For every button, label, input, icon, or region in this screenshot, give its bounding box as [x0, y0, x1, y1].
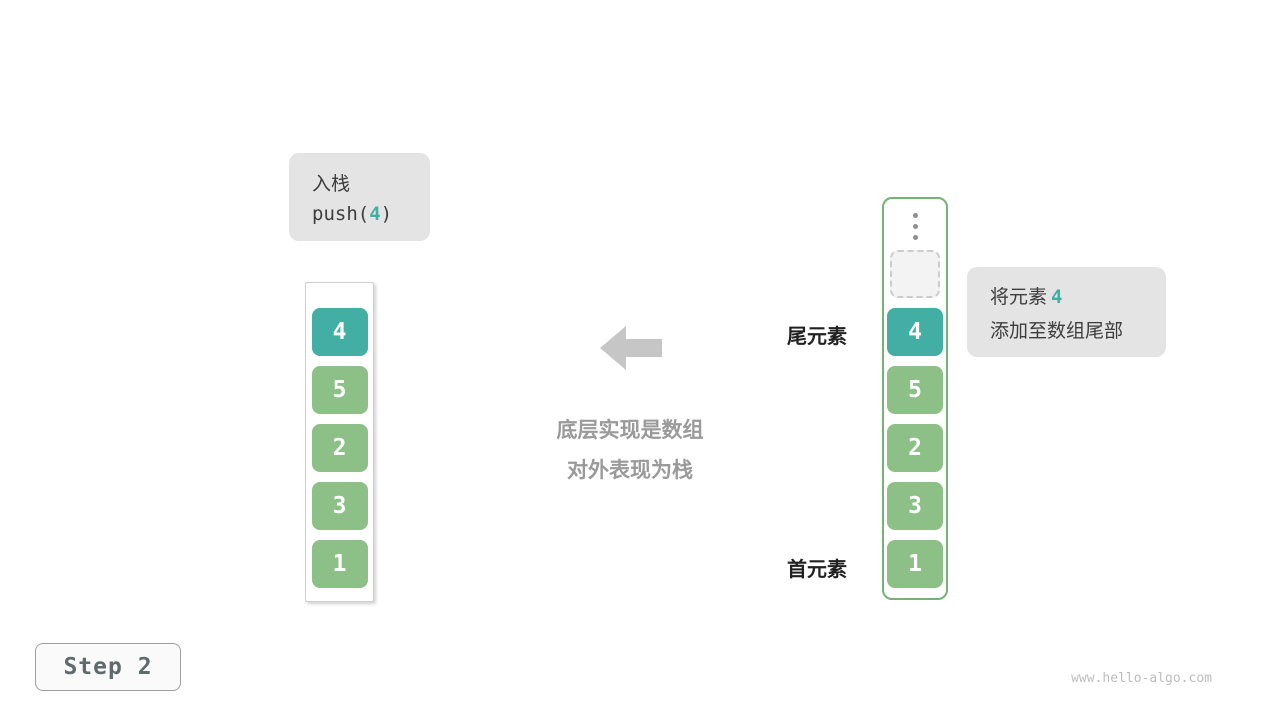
- array-cell: 5: [887, 366, 943, 414]
- push-operation-code: push(4): [312, 203, 430, 225]
- push-operation-bubble: 入栈 push(4): [289, 153, 430, 241]
- stack-cell: 4: [311, 308, 368, 356]
- stack-view-container: 4 5 2 3 1: [305, 282, 374, 602]
- stack-cell: 2: [311, 424, 368, 472]
- empty-slot: [890, 250, 940, 298]
- code-prefix: push(: [312, 203, 370, 225]
- array-view-container: 4 5 2 3 1: [882, 197, 948, 600]
- stack-cell: 3: [311, 482, 368, 530]
- middle-caption: 底层实现是数组 对外表现为栈: [495, 410, 765, 490]
- note-line1-text: 将元素: [990, 285, 1048, 308]
- watermark-url: www.hello-algo.com: [1071, 671, 1212, 686]
- head-element-label: 首元素: [787, 557, 847, 581]
- array-cell: 2: [887, 424, 943, 472]
- array-cell: 4: [887, 308, 943, 356]
- left-arrow-icon: [600, 324, 662, 372]
- ellipsis-icon: [912, 211, 918, 240]
- array-cell: 3: [887, 482, 943, 530]
- stack-cell: 5: [311, 366, 368, 414]
- stack-cell: 1: [311, 540, 368, 588]
- push-operation-title: 入栈: [312, 173, 351, 195]
- middle-caption-line2: 对外表现为栈: [567, 458, 693, 482]
- array-cell: 1: [887, 540, 943, 588]
- note-line1-value: 4: [1051, 285, 1063, 308]
- middle-caption-line1: 底层实现是数组: [556, 418, 704, 442]
- tail-element-label: 尾元素: [787, 324, 847, 348]
- code-suffix: ): [380, 203, 393, 225]
- note-line2: 添加至数组尾部: [990, 319, 1124, 342]
- code-arg: 4: [369, 203, 381, 225]
- step-indicator: Step 2: [35, 643, 181, 691]
